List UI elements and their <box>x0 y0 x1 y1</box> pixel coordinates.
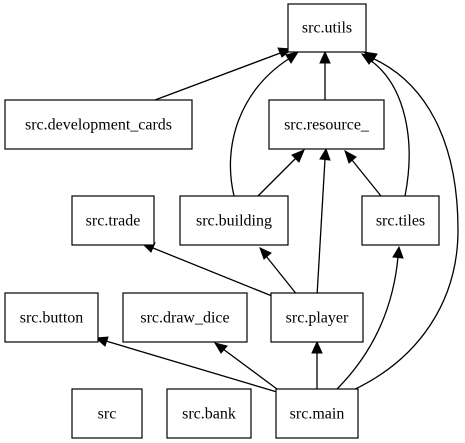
edge-building-to-utils <box>229 51 300 197</box>
node-label: src.tiles <box>376 213 425 230</box>
edge-main-to-utils <box>348 51 459 393</box>
edge-tiles-to-resource <box>344 149 382 197</box>
edge-main-to-draw-dice <box>213 342 282 393</box>
node-src-development-cards: src.development_cards <box>4 99 193 150</box>
node-src-bank: src.bank <box>166 388 252 439</box>
edge-resource-to-utils <box>319 50 331 100</box>
node-label: src.trade <box>86 213 141 230</box>
node-src-tiles: src.tiles <box>361 195 440 246</box>
node-src-button: src.button <box>4 292 99 343</box>
node-src-main: src.main <box>275 388 359 439</box>
node-src-player: src.player <box>270 292 364 343</box>
node-src-trade: src.trade <box>71 195 155 246</box>
edge-player-to-resource <box>316 147 331 297</box>
edge-player-to-building <box>259 247 299 297</box>
node-label: src <box>98 406 117 423</box>
node-label: src.main <box>290 406 345 423</box>
node-label: src.utils <box>302 20 352 37</box>
edge-player-to-trade <box>141 242 273 297</box>
node-label: src.player <box>286 310 349 327</box>
node-src: src <box>71 388 143 439</box>
edge-development-cards-to-utils <box>154 47 294 101</box>
node-src-building: src.building <box>179 195 289 246</box>
node-label: src.button <box>20 310 84 327</box>
node-label: src.resource_ <box>284 117 370 134</box>
node-src-draw-dice: src.draw_dice <box>122 292 248 343</box>
node-label: src.building <box>196 213 272 230</box>
node-src-utils: src.utils <box>287 3 367 53</box>
node-label: src.development_cards <box>25 117 172 134</box>
edge-main-to-tiles <box>333 245 404 393</box>
edge-building-to-resource <box>257 149 305 197</box>
edge-main-to-player <box>311 340 323 392</box>
node-label: src.draw_dice <box>140 310 229 327</box>
edge-main-to-button <box>94 336 278 393</box>
node-src-resource: src.resource_ <box>268 99 385 150</box>
node-label: src.bank <box>182 406 236 423</box>
